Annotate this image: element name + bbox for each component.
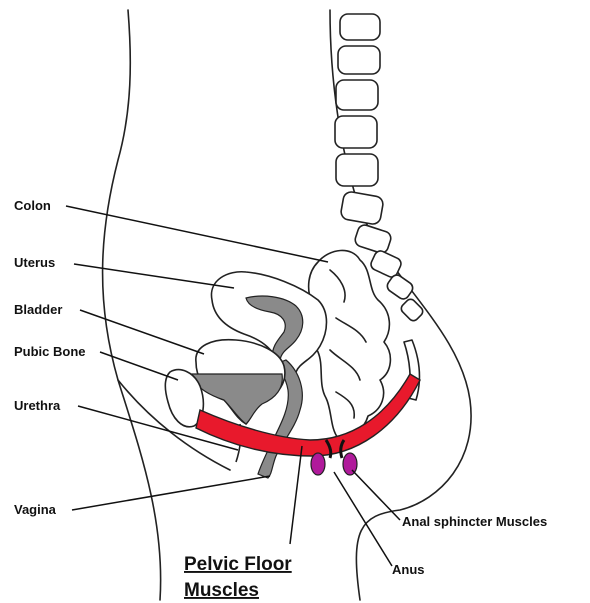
label-anal-sphincter: Anal sphincter Muscles: [402, 514, 547, 529]
label-urethra: Urethra: [14, 398, 61, 413]
label-anus: Anus: [392, 562, 425, 577]
bladder: [192, 340, 285, 424]
label-uterus: Uterus: [14, 255, 55, 270]
label-bladder: Bladder: [14, 302, 62, 317]
label-colon: Colon: [14, 198, 51, 213]
title-line-2: Muscles: [184, 580, 259, 601]
label-pubic-bone: Pubic Bone: [14, 344, 86, 359]
title-line-1: Pelvic Floor: [184, 554, 292, 575]
label-vagina: Vagina: [14, 502, 57, 517]
